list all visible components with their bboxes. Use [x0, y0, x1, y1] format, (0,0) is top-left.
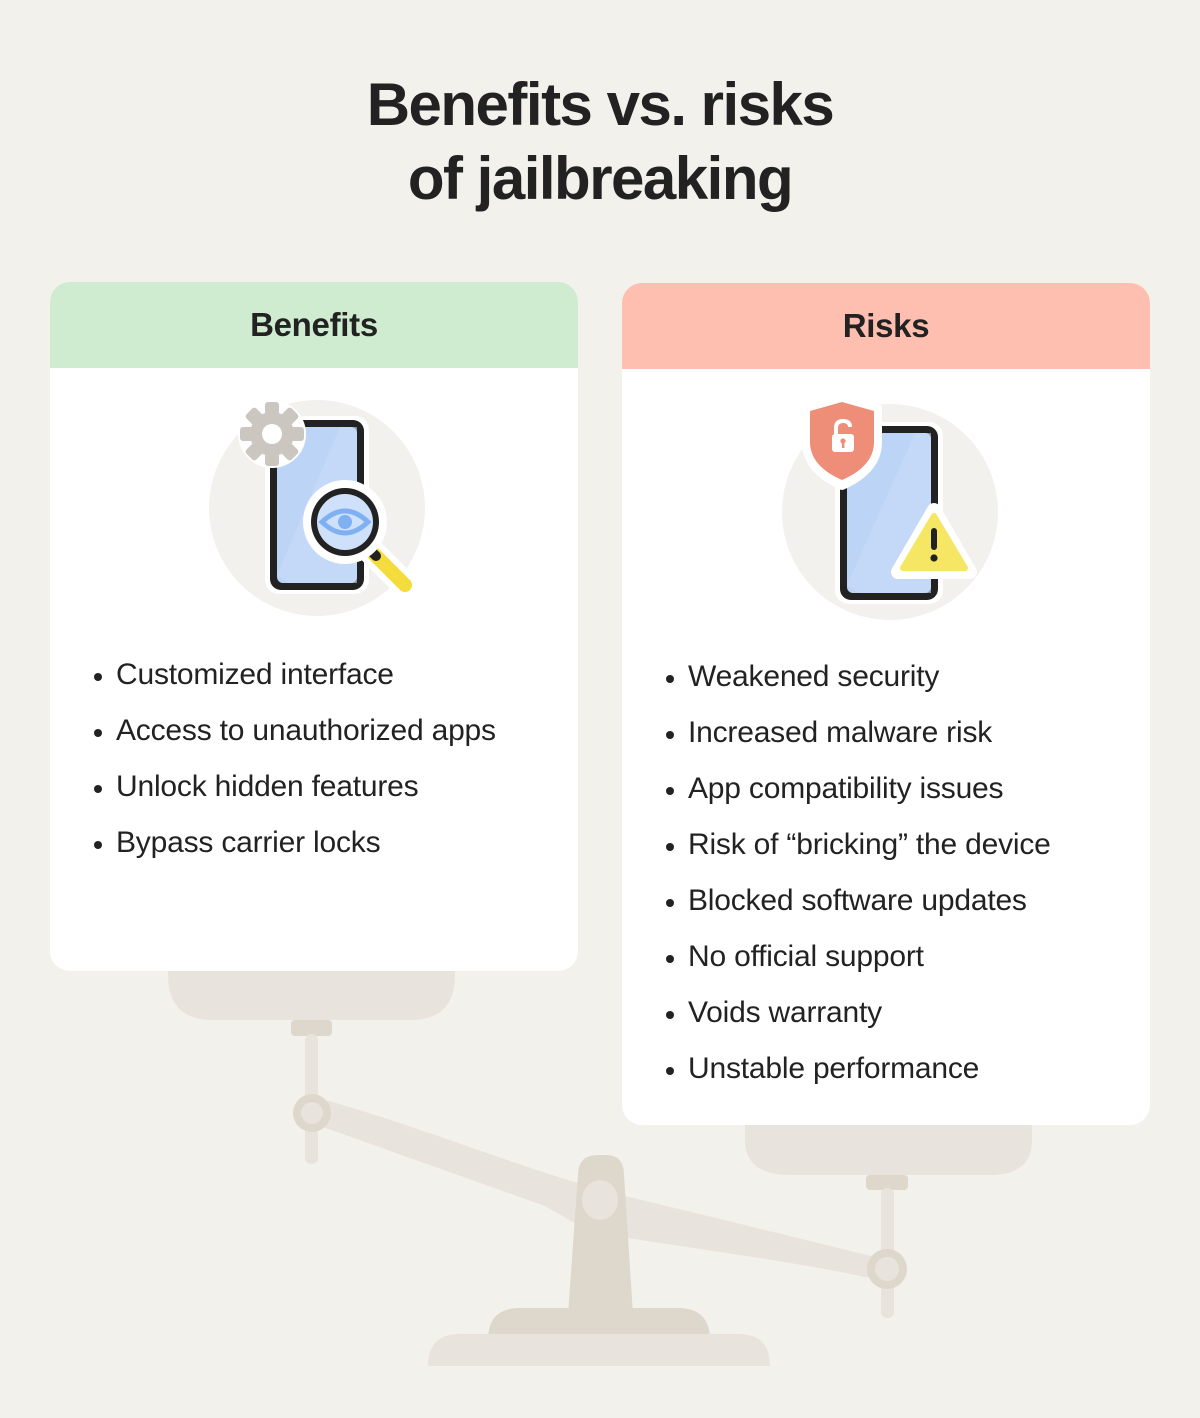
benefits-card: Benefits [50, 282, 578, 971]
list-item: Blocked software updates [664, 873, 1051, 929]
list-item: App compatibility issues [664, 761, 1051, 817]
benefits-list: Customized interface Access to unauthori… [92, 647, 496, 871]
list-item: Unstable performance [664, 1041, 1051, 1097]
title-line-1: Benefits vs. risks [366, 71, 835, 138]
risks-list: Weakened security Increased malware risk… [664, 649, 1051, 1097]
title-line-2: of jailbreaking [407, 145, 794, 212]
list-item: Customized interface [92, 647, 496, 703]
page-title: Benefits vs. risks of jailbreaking [0, 68, 1200, 216]
list-item: Risk of “bricking” the device [664, 817, 1051, 873]
list-item: Increased malware risk [664, 705, 1051, 761]
list-item: Unlock hidden features [92, 759, 496, 815]
list-item: Access to unauthorized apps [92, 703, 496, 759]
list-item: Weakened security [664, 649, 1051, 705]
benefits-header: Benefits [50, 282, 578, 368]
list-item: No official support [664, 929, 1051, 985]
phone-unlocked-shield-warning-icon [782, 394, 998, 620]
risks-card: Risks Weakened security Increased malwar… [622, 283, 1150, 1125]
risks-header: Risks [622, 283, 1150, 369]
list-item: Voids warranty [664, 985, 1051, 1041]
balance-scale-icon [168, 960, 1032, 1366]
list-item: Bypass carrier locks [92, 815, 496, 871]
phone-gear-magnifier-eye-icon [209, 400, 425, 616]
